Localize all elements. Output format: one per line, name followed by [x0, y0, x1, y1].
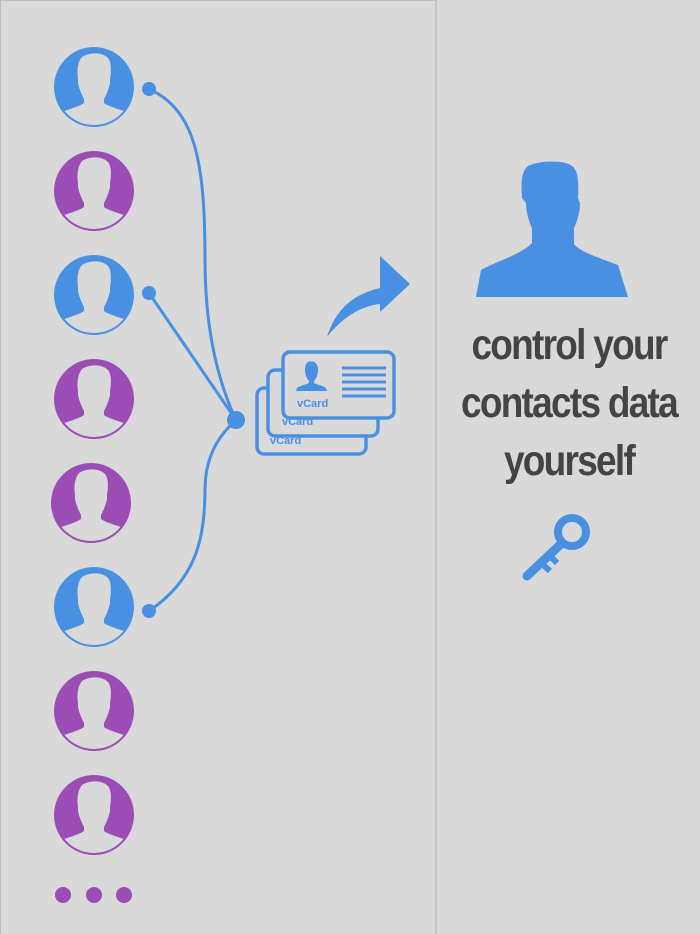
more-contacts-ellipsis-icon[interactable]	[55, 887, 132, 903]
contact-avatar-7[interactable]	[54, 671, 134, 751]
curved-arrow-right-icon	[327, 256, 410, 337]
tagline-line-3: yourself	[503, 437, 636, 485]
contact-avatar-3[interactable]	[54, 255, 134, 335]
contact-avatar-1[interactable]	[54, 47, 134, 127]
tagline: control your contacts data yourself	[456, 316, 681, 490]
contact-avatar-8[interactable]	[54, 775, 134, 855]
connection-nodes	[142, 82, 245, 618]
tagline-line-2: contacts data	[460, 379, 679, 427]
contact-avatar-2[interactable]	[54, 151, 134, 231]
contacts-panel	[0, 0, 437, 934]
contact-avatar-4[interactable]	[54, 359, 134, 439]
contact-avatar-6[interactable]	[54, 567, 134, 647]
vcard-stack-icon: vCard vCard vCard	[255, 350, 396, 456]
vcard-person-icon	[296, 361, 327, 391]
svg-text:vCard: vCard	[270, 435, 301, 447]
key-icon	[522, 514, 590, 581]
contact-list	[51, 47, 134, 855]
tagline-line-1: control your	[471, 321, 668, 369]
vcard-lines	[342, 366, 386, 398]
contact-avatar-5[interactable]	[51, 463, 131, 543]
svg-text:vCard: vCard	[297, 398, 328, 410]
user-silhouette-icon	[476, 161, 628, 297]
connection-lines	[147, 87, 238, 613]
